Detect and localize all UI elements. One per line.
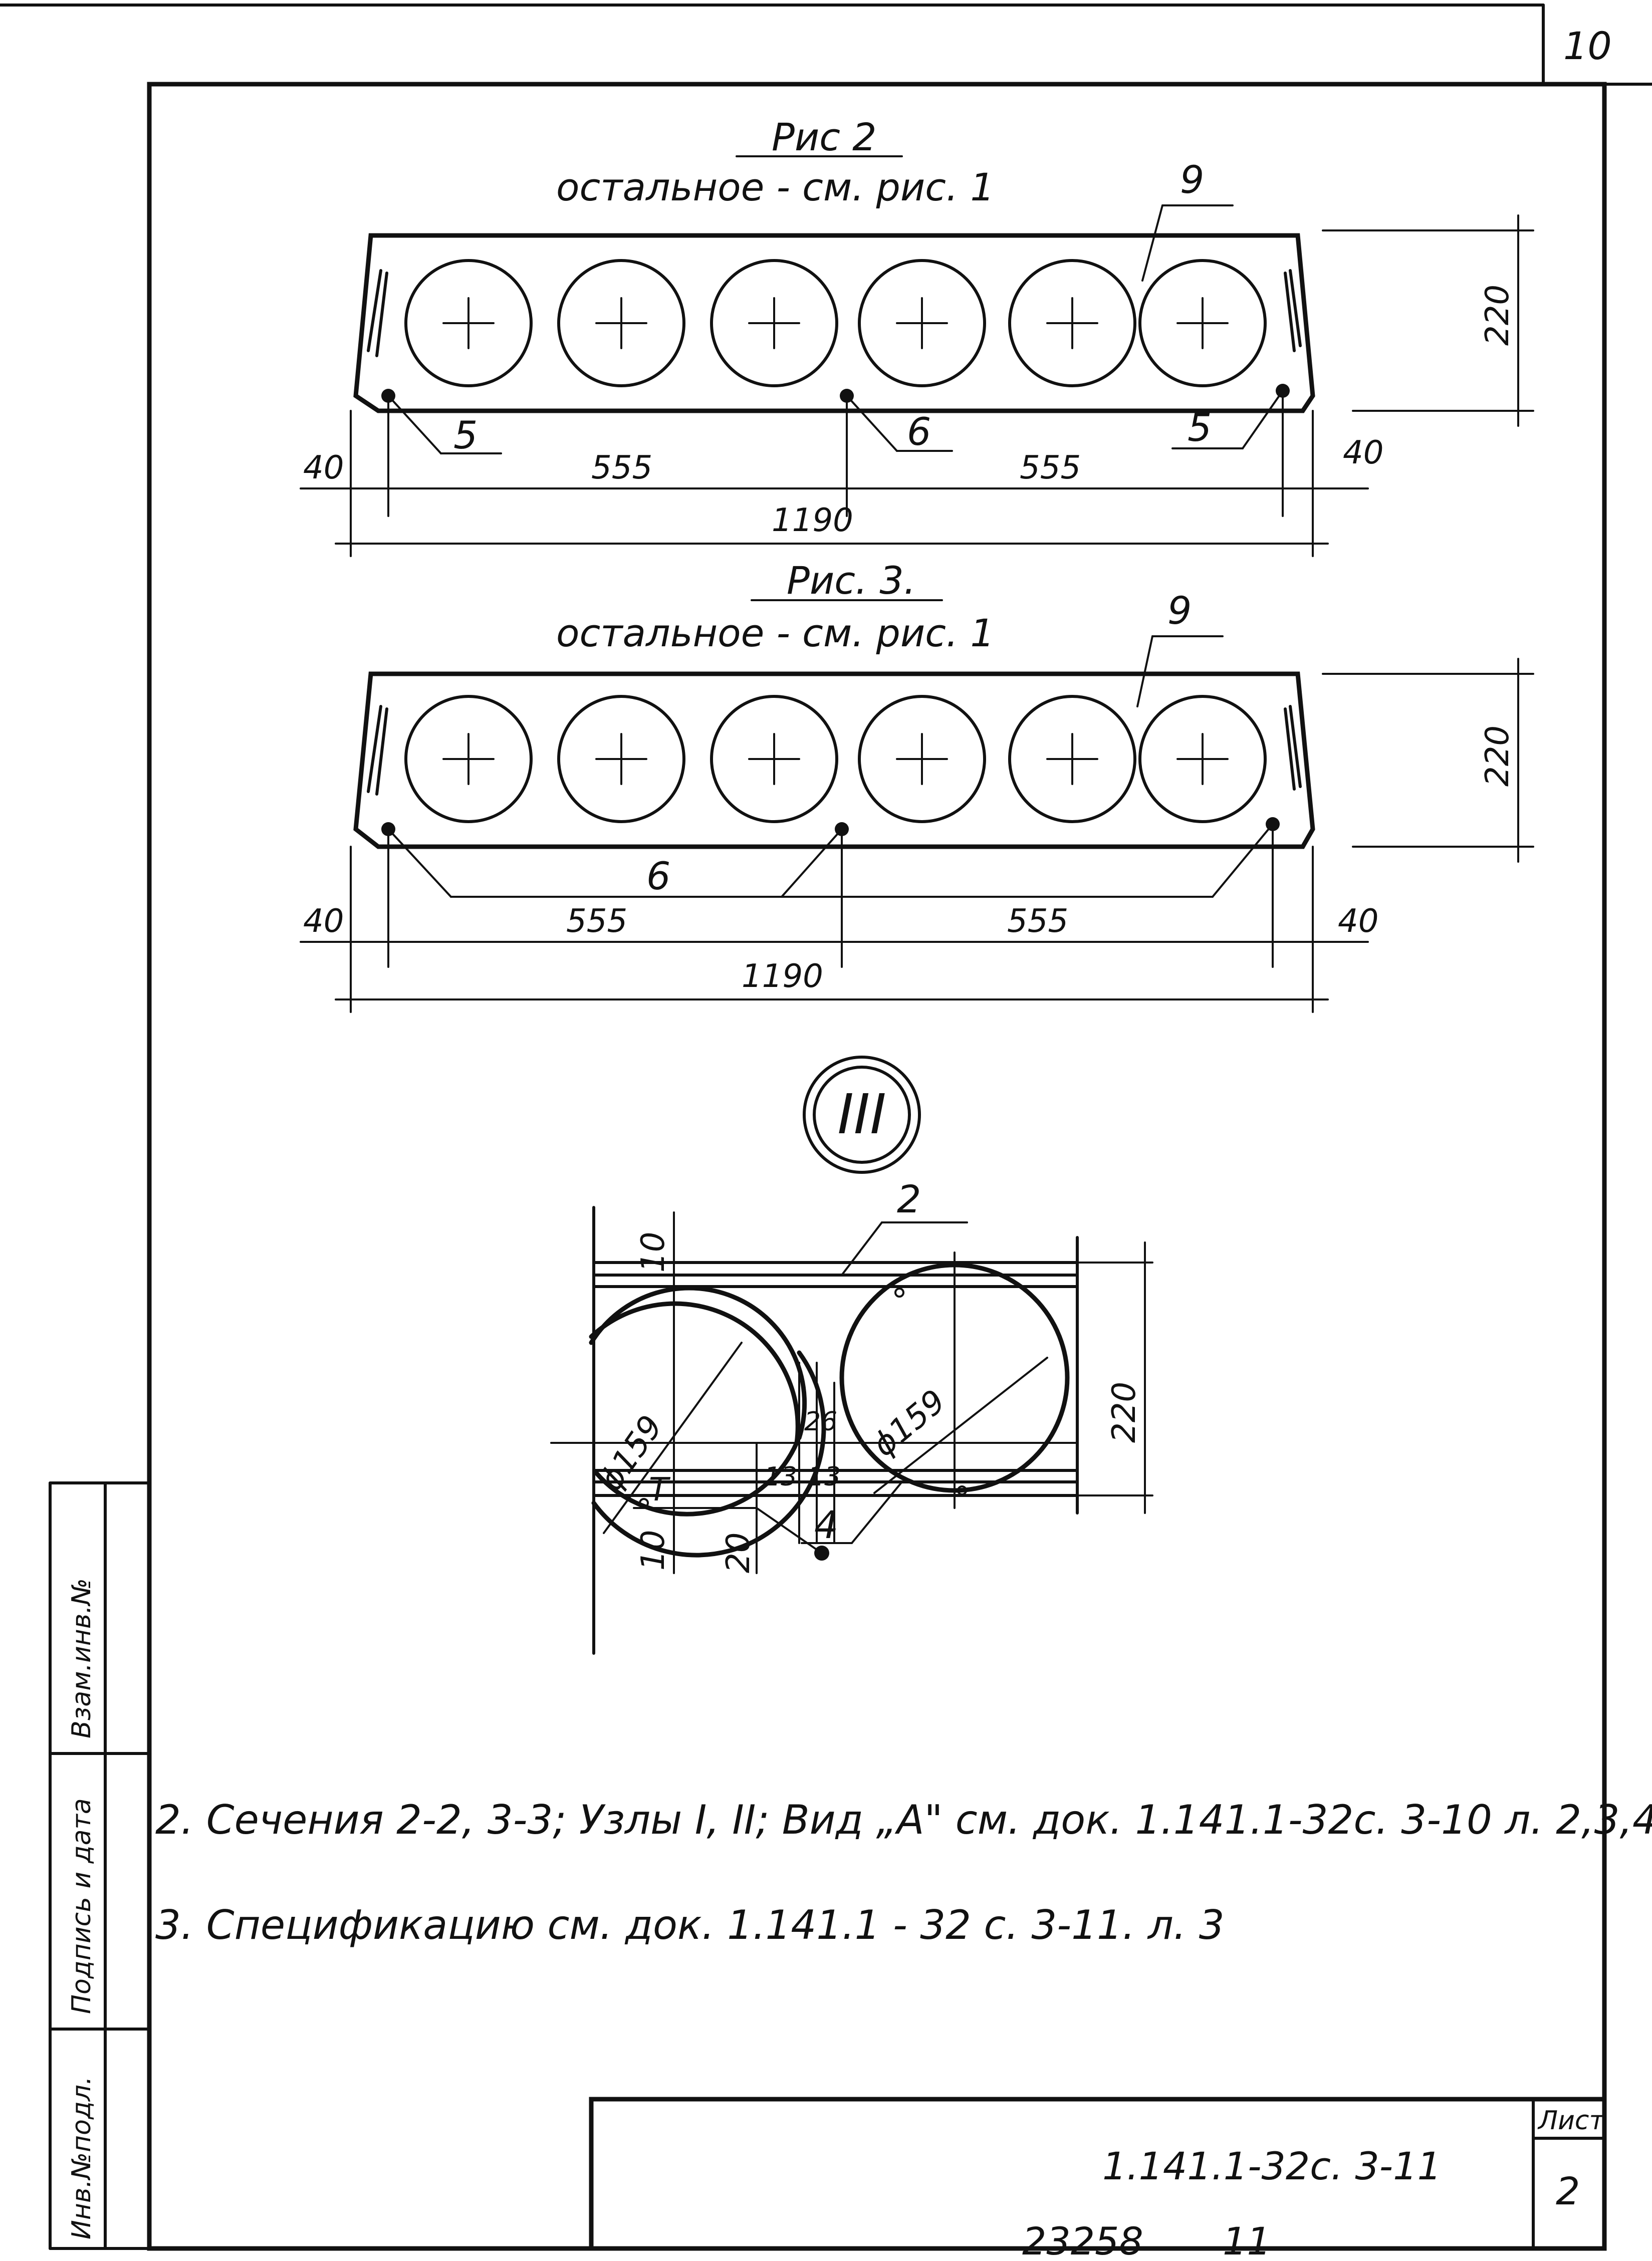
fig3-dim-1190: 1190 [742, 958, 823, 995]
top-corner-number: 10 [1563, 24, 1612, 68]
fig3-dim-555-2: 555 [1007, 903, 1068, 940]
fig3-dim-555-1: 555 [566, 903, 627, 940]
fig2-slab-outline [353, 233, 1315, 413]
bottom-number-1: 23258 [1022, 2219, 1143, 2261]
side-label-inv-original: Инв.№подл. [67, 2076, 97, 2239]
node-3-dim-20: 20 [720, 1533, 757, 1573]
fig3-dimensions: 40 555 555 40 1190 220 [300, 658, 1534, 1013]
fig2-dim-555-2: 555 [1020, 449, 1081, 486]
fig2-dimensions: 40 555 555 40 1190 220 [300, 214, 1534, 557]
sheet-label: Лист [1537, 2106, 1605, 2136]
figure-3: Рис. 3. остальное - см. рис. 1 9 [300, 558, 1534, 1013]
fig2-title: Рис 2 [772, 115, 877, 159]
node-3-dim-26: 26 [804, 1407, 837, 1437]
notes: 2. Сечения 2-2, 3-3; Узлы I, II; Вид „А"… [155, 1797, 1652, 1948]
fig3-dim-40-left: 40 [303, 903, 344, 940]
fig2-callout-9: 9 [1180, 157, 1204, 202]
node-3-marker-label: III [837, 1082, 886, 1146]
fig2-dim-555-1: 555 [591, 449, 652, 486]
node-3-dim-220: 220 [1106, 1382, 1143, 1443]
node-3: III ϕ159 ϕ159 [550, 1056, 1153, 1655]
node-3-dim-13-2: 13 [808, 1462, 841, 1492]
figure-2: Рис 2 остальное - см. рис. 1 [300, 115, 1534, 557]
node-3-marker-outer [803, 1056, 921, 1174]
fig3-subtitle: остальное - см. рис. 1 [556, 611, 995, 655]
node-3-dim-10-top: 10 [635, 1232, 672, 1273]
node-3-marker-inner [813, 1066, 911, 1164]
fig3-callout-9: 9 [1167, 588, 1192, 633]
fig3-slab-outline [353, 671, 1315, 849]
node-3-dim-dia-2: ϕ159 [866, 1383, 953, 1464]
side-label-signature-date: Подпись и дата [67, 1798, 97, 2014]
fig3-callout-6: 6 [646, 854, 670, 898]
fig2-dim-1190: 1190 [772, 502, 853, 539]
node-3-dim-10-bottom: 10 [635, 1530, 672, 1571]
fig2-dim-40-left: 40 [303, 449, 344, 486]
fig2-callout-5-left: 5 [453, 413, 478, 457]
node-3-callout-t: T [649, 1471, 671, 1509]
fig2-dim-40-right: 40 [1343, 434, 1383, 471]
fig3-voids [404, 695, 1267, 823]
node-3-dim-13-1: 13 [764, 1462, 797, 1492]
fig2-dim-220: 220 [1479, 285, 1516, 346]
document-code: 1.141.1-32с. 3-11 [1102, 2144, 1442, 2188]
node-3-callout-2: 2 [897, 1177, 921, 1221]
fig2-subtitle: остальное - см. рис. 1 [556, 165, 995, 209]
bottom-number-2: 11 [1223, 2219, 1271, 2261]
fig2-callout-5-right: 5 [1188, 405, 1212, 450]
side-label-replacement-inv: Взам.инв.№ [67, 1578, 97, 1738]
fig3-dim-40-right: 40 [1338, 903, 1378, 940]
note-2: 2. Сечения 2-2, 3-3; Узлы I, II; Вид „А"… [155, 1797, 1652, 1843]
sheet-number: 2 [1556, 2169, 1580, 2213]
note-3: 3. Спецификацию см. док. 1.141.1 - 32 с.… [155, 1902, 1225, 1948]
fig2-callout-6: 6 [907, 409, 931, 454]
sheet-frame [0, 4, 1652, 2251]
fig3-dim-220: 220 [1479, 725, 1516, 787]
node-3-callout-4: 4 [814, 1502, 838, 1547]
fig3-title: Рис. 3. [787, 558, 916, 603]
fig2-voids [404, 259, 1267, 387]
